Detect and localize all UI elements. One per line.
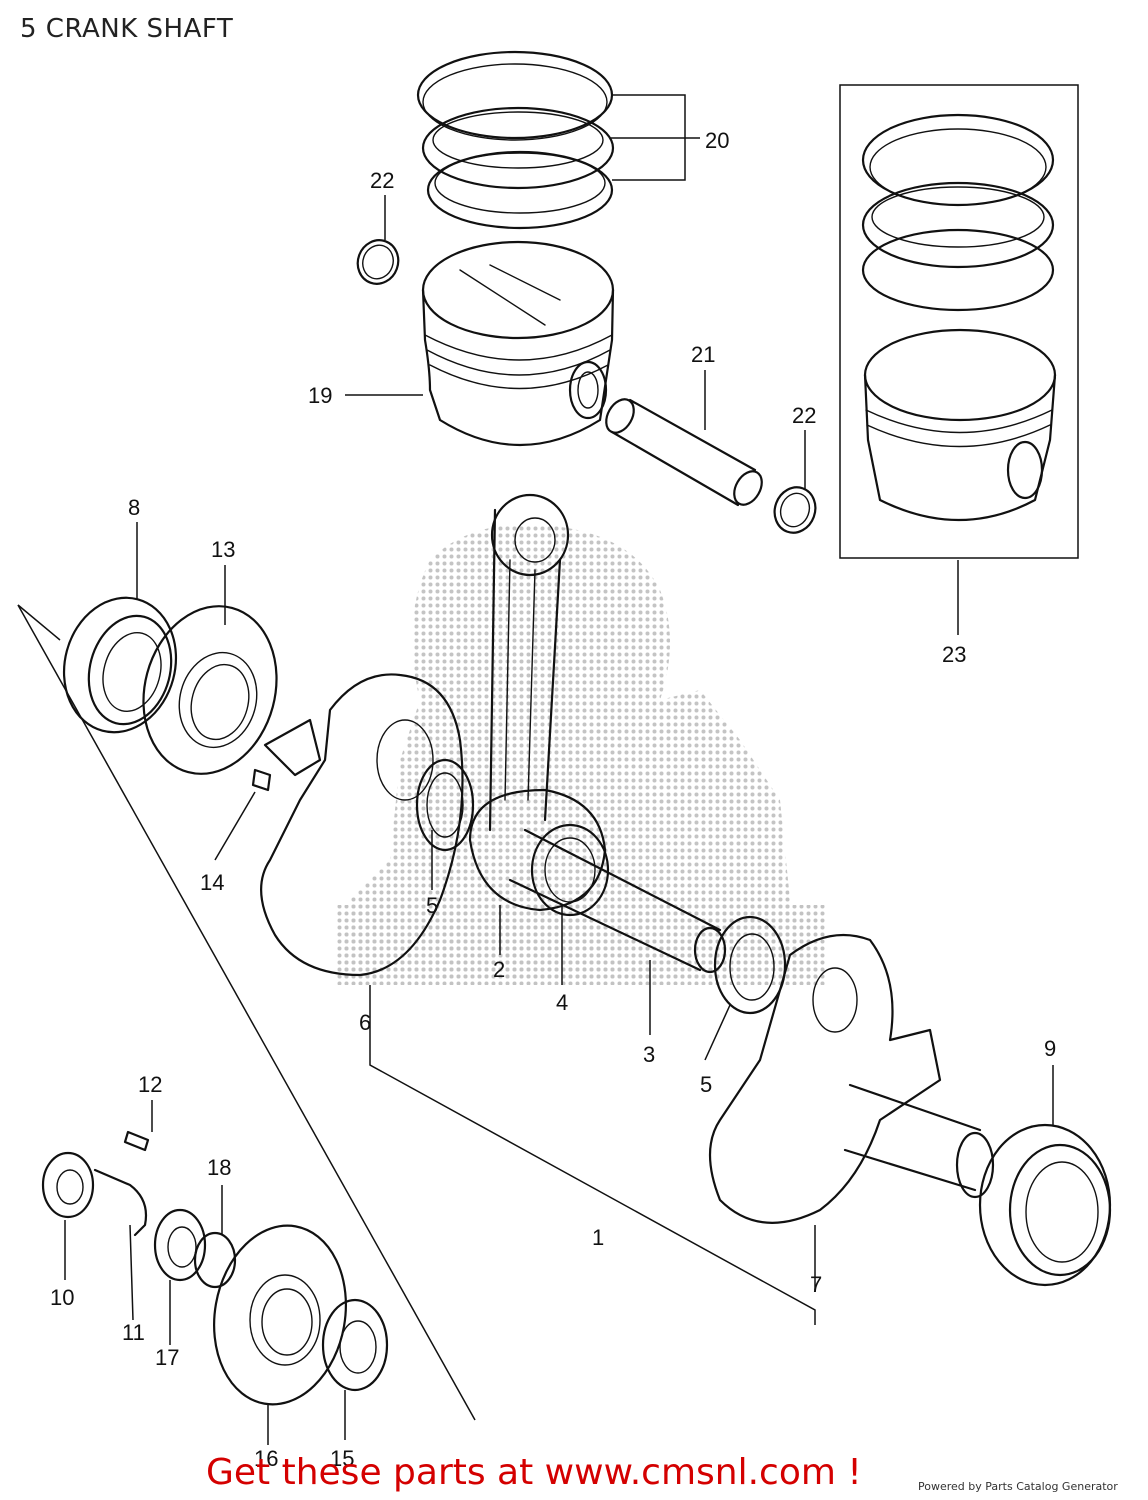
thrust-washer-right <box>713 915 787 1015</box>
bolt <box>123 1130 150 1152</box>
crank-right-half <box>708 933 995 1224</box>
callout-20: 20 <box>705 128 729 153</box>
callout-22b: 22 <box>792 403 816 428</box>
drive-gear <box>213 1224 347 1406</box>
gear-bushing <box>321 1298 389 1392</box>
bearing-right <box>978 1123 1112 1287</box>
callout-8: 8 <box>128 495 140 520</box>
circlip-right <box>773 486 817 534</box>
callout-5b: 5 <box>700 1072 712 1097</box>
callout-2: 2 <box>493 957 505 982</box>
callout-19: 19 <box>308 383 332 408</box>
callout-3: 3 <box>643 1042 655 1067</box>
diagram-title: 5 CRANK SHAFT <box>20 14 234 44</box>
callout-22a: 22 <box>370 168 394 193</box>
circlip-upper <box>356 239 400 285</box>
callout-13: 13 <box>211 537 235 562</box>
leader-lines <box>64 94 1054 1445</box>
retainer-plate <box>93 1168 148 1237</box>
spacer <box>153 1208 207 1282</box>
piston-rings <box>416 50 615 230</box>
oil-seal <box>41 1151 95 1219</box>
callout-6: 6 <box>359 1010 371 1035</box>
callout-23: 23 <box>942 642 966 667</box>
crank-left-half <box>260 673 475 977</box>
callout-9: 9 <box>1044 1036 1056 1061</box>
cms-watermark <box>335 524 825 985</box>
primary-gear <box>142 605 278 775</box>
callout-5a: 5 <box>426 893 438 918</box>
callout-14: 14 <box>200 870 224 895</box>
callout-15: 15 <box>330 1446 354 1471</box>
bearing-left <box>62 596 178 734</box>
callout-11: 11 <box>122 1320 145 1345</box>
callout-7: 7 <box>810 1272 822 1297</box>
callout-16: 16 <box>254 1446 278 1471</box>
callout-17: 17 <box>155 1345 179 1370</box>
callout-21: 21 <box>691 342 715 367</box>
crank-pin <box>508 823 727 974</box>
connecting-rod <box>468 493 607 912</box>
callout-labels: 1 2 3 4 5 5 6 7 8 9 10 11 12 13 14 15 16… <box>50 128 1056 1471</box>
callout-18: 18 <box>207 1155 231 1180</box>
piston-main <box>421 240 615 447</box>
washer <box>193 1231 237 1289</box>
callout-10: 10 <box>50 1285 74 1310</box>
powered-by-credit: Powered by Parts Catalog Generator <box>918 1480 1118 1493</box>
assembly-boundary-lines <box>17 604 816 1421</box>
promo-link-text[interactable]: Get these parts at www.cmsnl.com ! <box>206 1452 862 1493</box>
piston-pin <box>605 398 763 507</box>
callout-12: 12 <box>138 1072 162 1097</box>
callout-1: 1 <box>592 1225 604 1250</box>
piston-set-box <box>839 84 1079 559</box>
woodruff-key <box>251 768 272 792</box>
callout-4: 4 <box>556 990 568 1015</box>
